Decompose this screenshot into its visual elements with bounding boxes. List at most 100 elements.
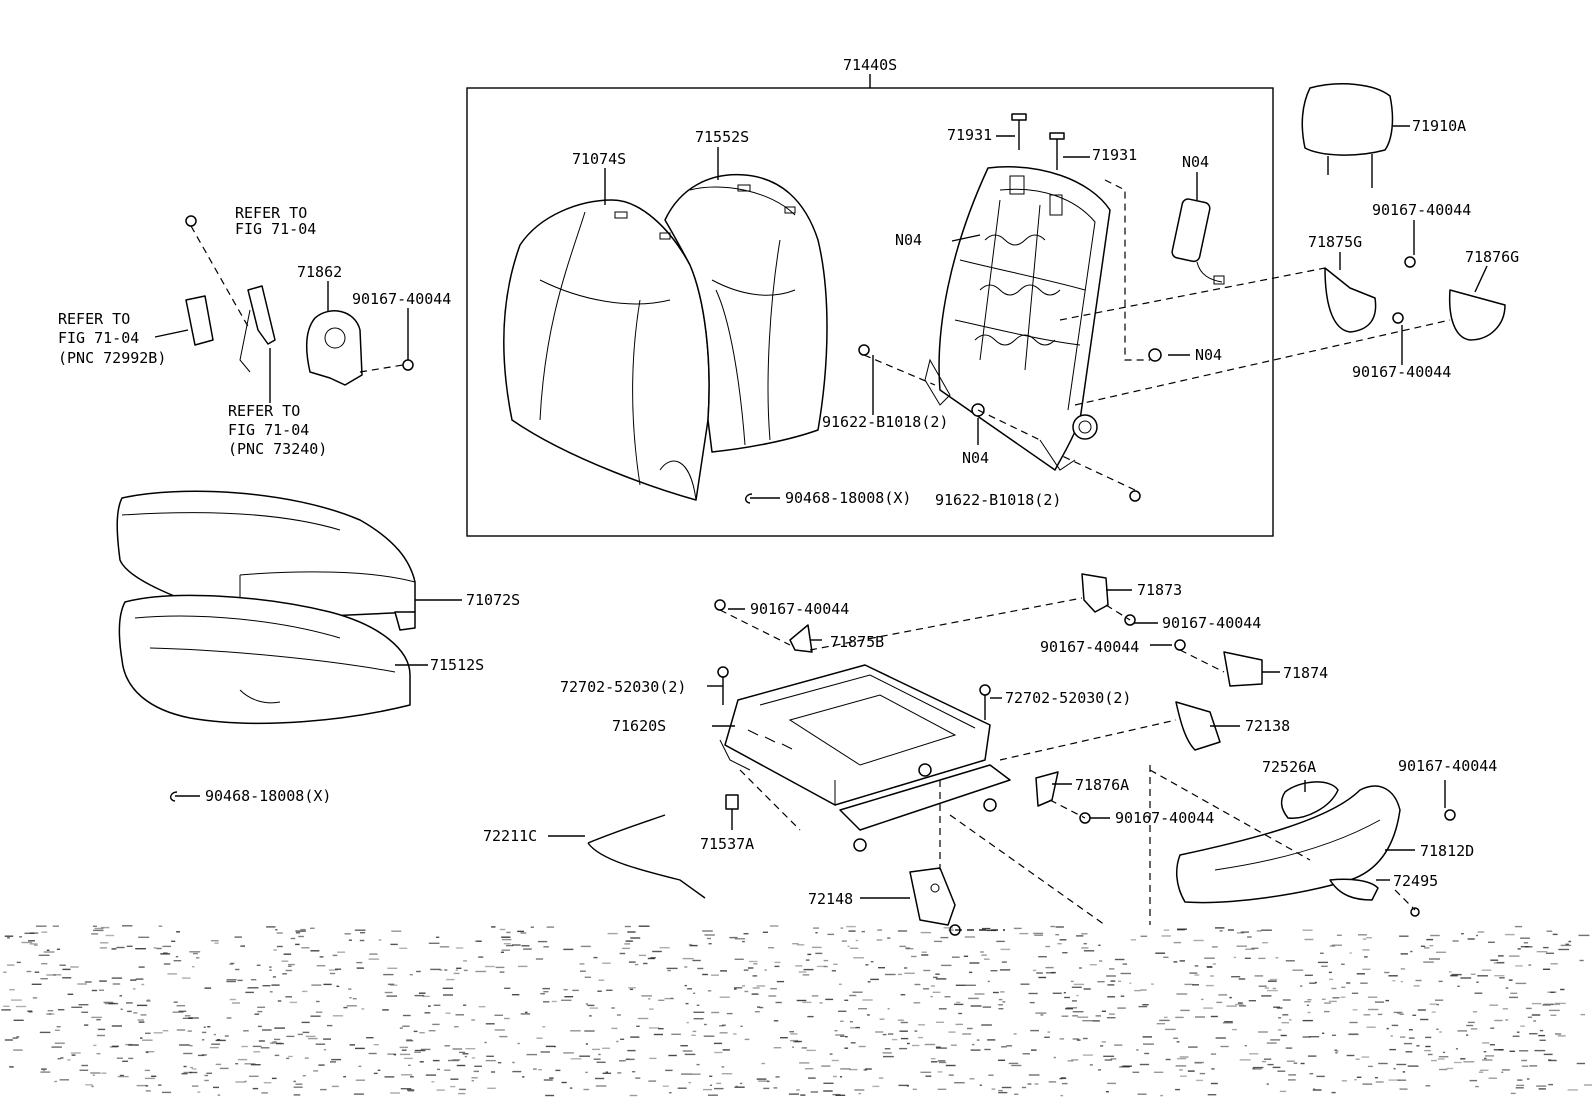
- label-n04-left: N04: [895, 231, 922, 249]
- noise-speck: [945, 1064, 956, 1067]
- noise-speck: [986, 929, 997, 932]
- noise-speck: [310, 927, 315, 929]
- noise-speck: [948, 1074, 954, 1076]
- noise-speck: [797, 944, 805, 946]
- noise-speck: [173, 960, 182, 962]
- noise-speck: [792, 1046, 795, 1048]
- noise-speck: [98, 989, 104, 991]
- label-71552S: 71552S: [695, 128, 749, 146]
- label-refer-top-1: REFER TO: [235, 204, 307, 222]
- noise-speck: [773, 1047, 782, 1049]
- noise-speck: [84, 1024, 89, 1026]
- noise-speck: [499, 971, 505, 973]
- noise-speck: [145, 1085, 149, 1087]
- noise-speck: [1288, 1074, 1297, 1076]
- noise-speck: [1477, 975, 1488, 977]
- noise-speck: [840, 1020, 844, 1022]
- noise-speck: [355, 1047, 365, 1050]
- noise-speck: [1142, 1004, 1149, 1006]
- noise-speck: [432, 1059, 440, 1062]
- noise-speck: [1543, 1003, 1554, 1005]
- noise-speck: [1098, 944, 1101, 946]
- noise-speck: [795, 965, 803, 967]
- noise-speck: [111, 1025, 122, 1027]
- noise-speck: [628, 961, 636, 963]
- label-72148: 72148: [808, 890, 853, 908]
- noise-speck: [720, 970, 727, 972]
- noise-speck: [823, 965, 828, 968]
- label-refer-bottom-2: FIG 71-04: [228, 421, 309, 439]
- noise-speck: [452, 1059, 461, 1061]
- noise-speck: [354, 929, 366, 931]
- noise-speck: [1195, 1079, 1203, 1082]
- noise-speck: [719, 1032, 728, 1034]
- noise-speck: [400, 1088, 412, 1090]
- noise-speck: [420, 1048, 431, 1051]
- noise-speck: [1439, 1068, 1448, 1071]
- noise-speck: [332, 954, 338, 957]
- noise-speck: [943, 927, 953, 929]
- noise-speck: [1061, 1082, 1068, 1085]
- noise-speck: [1000, 948, 1011, 951]
- noise-speck: [1117, 980, 1122, 982]
- noise-speck: [389, 984, 398, 986]
- noise-speck: [769, 925, 779, 927]
- noise-speck: [328, 969, 338, 971]
- noise-speck: [277, 1000, 282, 1002]
- noise-speck: [1399, 1088, 1408, 1090]
- noise-speck: [685, 1002, 689, 1005]
- noise-speck: [1173, 941, 1182, 944]
- noise-speck: [1038, 956, 1047, 958]
- noise-speck: [616, 1040, 619, 1043]
- noise-speck: [272, 976, 276, 978]
- noise-speck: [1064, 996, 1070, 999]
- noise-speck: [1300, 1062, 1305, 1065]
- noise-speck: [1437, 1058, 1445, 1060]
- noise-speck: [649, 1008, 654, 1010]
- noise-speck: [937, 1088, 947, 1090]
- noise-speck: [744, 990, 749, 993]
- noise-speck: [628, 987, 636, 989]
- noise-speck: [92, 925, 97, 927]
- noise-speck: [1207, 1094, 1217, 1096]
- noise-speck: [913, 1002, 921, 1004]
- noise-speck: [1490, 1027, 1495, 1029]
- noise-speck: [1036, 972, 1043, 974]
- noise-speck: [1109, 968, 1115, 970]
- noise-speck: [162, 945, 171, 948]
- noise-speck: [1520, 1025, 1525, 1027]
- noise-speck: [520, 932, 527, 934]
- noise-speck: [116, 1057, 123, 1059]
- noise-speck: [366, 1037, 374, 1039]
- noise-speck: [878, 967, 885, 969]
- noise-speck: [1180, 1009, 1190, 1012]
- label-72702-left: 72702-52030(2): [560, 678, 686, 696]
- noise-speck: [905, 948, 914, 950]
- noise-speck: [1580, 1013, 1585, 1016]
- noise-speck: [1331, 987, 1337, 990]
- noise-speck: [713, 1042, 723, 1045]
- noise-speck: [1538, 1088, 1546, 1090]
- noise-speck: [564, 996, 574, 998]
- noise-speck: [368, 958, 380, 960]
- noise-speck: [799, 1062, 810, 1064]
- noise-speck: [241, 1045, 248, 1048]
- noise-speck: [506, 944, 514, 947]
- label-71812D: 71812D: [1420, 842, 1474, 860]
- noise-speck: [1293, 1062, 1298, 1064]
- noise-speck: [1546, 930, 1553, 932]
- bracket-72148: [909, 867, 961, 936]
- label-refer-left-3: (PNC 72992B): [58, 349, 166, 367]
- noise-speck: [70, 966, 79, 968]
- noise-speck: [456, 1064, 466, 1067]
- noise-speck: [1362, 938, 1367, 940]
- noise-speck: [1392, 980, 1396, 982]
- noise-speck: [1476, 934, 1479, 937]
- noise-speck: [138, 936, 150, 938]
- noise-speck: [1302, 1019, 1313, 1022]
- noise-speck: [1077, 1016, 1089, 1018]
- noise-speck: [998, 1091, 1008, 1094]
- noise-speck: [1210, 1082, 1218, 1085]
- noise-speck: [494, 1029, 505, 1031]
- noise-speck: [1552, 933, 1558, 936]
